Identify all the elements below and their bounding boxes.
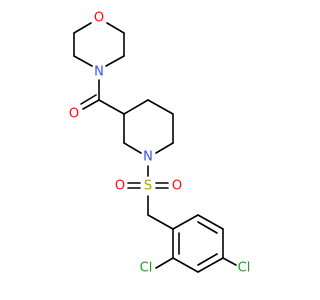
bond-pip-c6-n (155, 142, 174, 154)
atom-morpholine-nitrogen: N (94, 65, 104, 80)
bond-ar-inner-3 (197, 221, 218, 234)
bond-pip-n-c2 (123, 142, 142, 154)
atom-chlorine-para: Cl (238, 261, 251, 276)
bond-morph-c4-o (73, 22, 92, 34)
bond-carbonyl-o-a (82, 99, 100, 110)
bond-morph-n-c3 (73, 55, 93, 67)
bond-morph-c2-n (105, 55, 125, 67)
bond-pip-c4-c5 (147, 99, 174, 115)
atom-sulfonyl-oxygen-left: O (115, 179, 125, 194)
atom-labels: O N O N S O O Cl Cl (69, 11, 250, 276)
bond-ar-c3-c4 (197, 257, 224, 273)
bond-ch2-aryl (147, 214, 174, 230)
bond-carbonyl-c3 (98, 99, 125, 115)
bond-morph-o-c1 (106, 22, 125, 34)
atom-chlorine-ortho: Cl (140, 261, 153, 276)
bond-carbonyl-o-b (80, 94, 97, 105)
bond-ar-cl-para (222, 257, 237, 266)
molecule-structure: O N O N S O O Cl Cl (69, 11, 250, 276)
atom-piperidine-nitrogen: N (143, 150, 153, 165)
bond-ar-c2-c3 (172, 257, 199, 273)
atom-sulfonyl-sulfur: S (144, 179, 152, 194)
bond-ar-c5-c6 (197, 214, 224, 230)
atom-sulfonyl-oxygen-right: O (172, 179, 182, 194)
bonds (73, 22, 237, 273)
bond-ar-cl-ortho (155, 257, 174, 269)
atom-morpholine-oxygen: O (94, 11, 104, 26)
bond-ar-inner-2 (197, 253, 218, 266)
atom-carbonyl-oxygen: O (69, 107, 79, 122)
bond-pip-c3-c4 (123, 99, 149, 115)
bond-ar-c6-c1 (172, 214, 199, 230)
